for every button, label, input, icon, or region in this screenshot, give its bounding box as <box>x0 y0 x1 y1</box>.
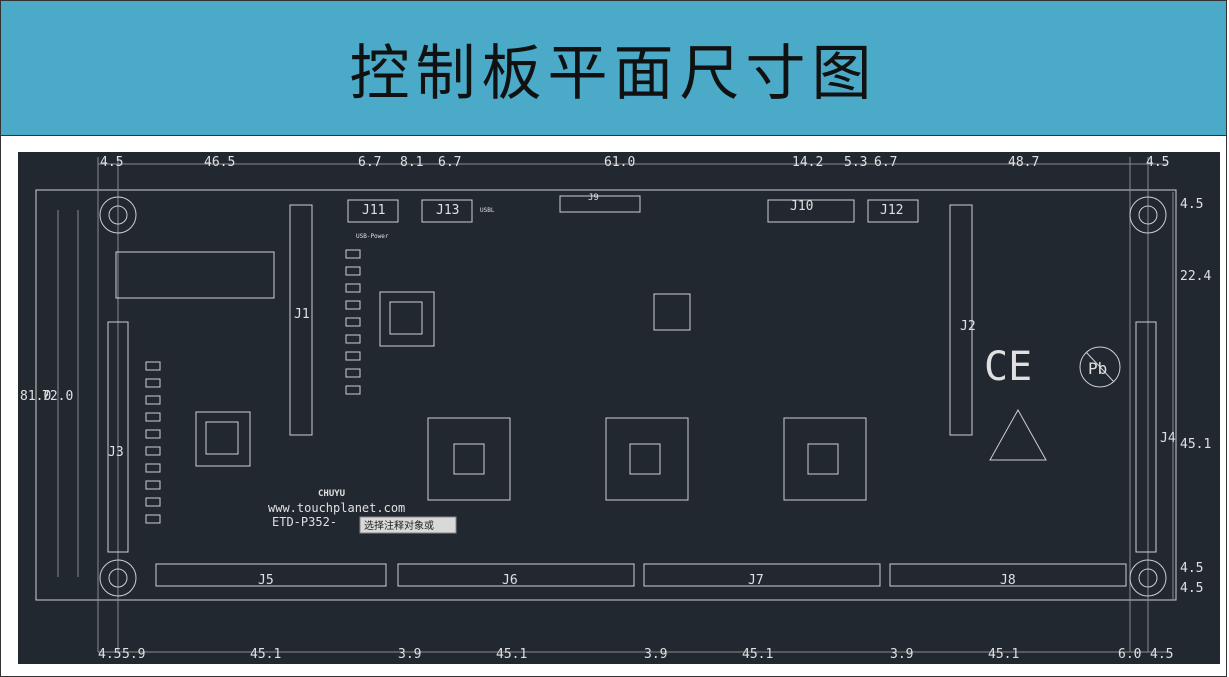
dim-top-5: 61.0 <box>604 155 635 170</box>
website-label: www.touchplanet.com <box>268 501 405 515</box>
tooltip-box <box>359 516 457 534</box>
tooltip-text: 选择注释对象或 <box>364 519 434 532</box>
connector-j9: J9 <box>588 193 599 203</box>
dim-bottom-0: 4.5 <box>98 647 121 662</box>
connector-j7: J7 <box>748 573 764 588</box>
model-label: ETD-P352- <box>272 515 337 529</box>
dim-bottom-7: 3.9 <box>890 647 913 662</box>
usbl-label: USBL <box>480 207 495 214</box>
dim-top-3: 8.1 <box>400 155 423 170</box>
board-drawing: 4.5 46.5 6.7 8.1 6.7 61.0 14.2 5.3 6.7 4… <box>20 155 1211 662</box>
dim-right-0: 4.5 <box>1180 197 1203 212</box>
connector-j6: J6 <box>502 573 518 588</box>
connector-j1: J1 <box>294 307 310 322</box>
connector-j3: J3 <box>108 445 124 460</box>
dim-top-9: 48.7 <box>1008 155 1039 170</box>
dim-top-8: 6.7 <box>874 155 897 170</box>
connector-j12: J12 <box>880 203 903 218</box>
dim-bottom-10: 4.5 <box>1150 647 1173 662</box>
dim-bottom-4: 45.1 <box>496 647 527 662</box>
page-title: 控制板平面尺寸图 <box>349 38 878 109</box>
dim-top-0: 4.5 <box>100 155 123 170</box>
dim-right-2: 45.1 <box>1180 437 1211 452</box>
dim-bottom-3: 3.9 <box>398 647 421 662</box>
dim-bottom-5: 3.9 <box>644 647 667 662</box>
pb-mark: Pb <box>1088 359 1107 378</box>
dim-right-1: 22.4 <box>1180 269 1211 284</box>
connector-j10: J10 <box>790 199 813 214</box>
dim-top-2: 6.7 <box>358 155 381 170</box>
cad-drawing-area[interactable]: 4.5 46.5 6.7 8.1 6.7 61.0 14.2 5.3 6.7 4… <box>18 152 1220 664</box>
dim-right-3: 4.5 <box>1180 561 1203 576</box>
dim-top-10: 4.5 <box>1146 155 1169 170</box>
dim-top-7: 5.3 <box>844 155 867 170</box>
board-outline <box>35 189 1177 601</box>
dim-left-1: 72.0 <box>42 389 73 404</box>
dim-left-0: 81.0 <box>20 389 51 404</box>
dim-top-6: 14.2 <box>792 155 823 170</box>
dim-right-4: 4.5 <box>1180 581 1203 596</box>
ce-mark: CE <box>984 344 1032 390</box>
connector-j8: J8 <box>1000 573 1016 588</box>
usb-power-label: USB-Power <box>356 233 389 240</box>
dim-bottom-2: 45.1 <box>250 647 281 662</box>
connector-j11: J11 <box>362 203 385 218</box>
dim-bottom-1: 5.9 <box>122 647 145 662</box>
connector-j2: J2 <box>960 319 976 334</box>
connector-j13: J13 <box>436 203 459 218</box>
title-banner: 控制板平面尺寸图 <box>0 0 1227 136</box>
brand-label: CHUYU <box>318 489 345 499</box>
dim-bottom-6: 45.1 <box>742 647 773 662</box>
dim-bottom-9: 6.0 <box>1118 647 1141 662</box>
dim-top-4: 6.7 <box>438 155 461 170</box>
connector-j5: J5 <box>258 573 274 588</box>
dim-top-1: 46.5 <box>204 155 235 170</box>
connector-j4: J4 <box>1160 431 1176 446</box>
dim-bottom-8: 45.1 <box>988 647 1019 662</box>
